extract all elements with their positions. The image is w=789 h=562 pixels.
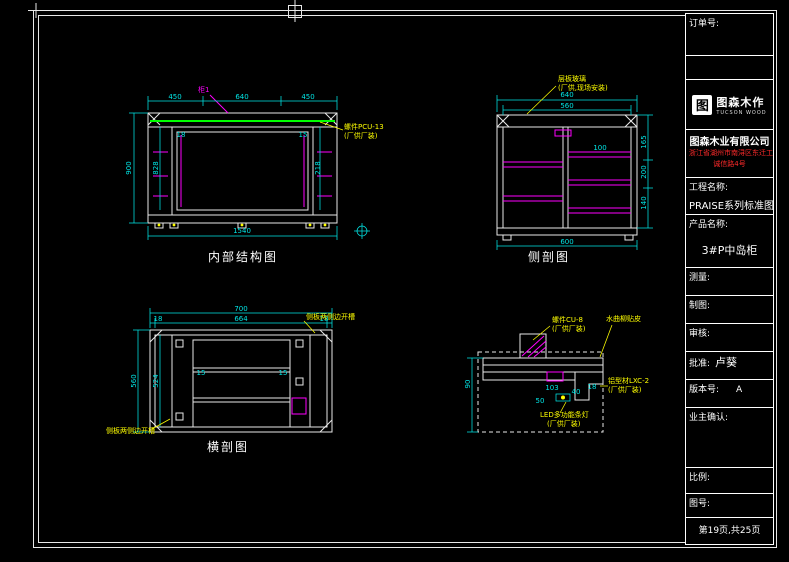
dimension-label: 103 — [545, 384, 558, 392]
annotation-text: (厂供厂装) — [552, 324, 586, 333]
project-label: 工程名称: — [689, 183, 729, 193]
spacer-row — [686, 56, 773, 80]
dimension-label: 600 — [560, 238, 573, 246]
dimension-label: 218 — [314, 161, 322, 174]
side-view: 640 560 165 200 140 600 100 层板玻璃 (厂供,现场安… — [496, 74, 653, 264]
dimension-label: 40 — [572, 388, 581, 396]
annotation-text: 侧板两侧边开槽 — [306, 312, 355, 321]
part-tag: 柜1 — [198, 85, 209, 94]
annotation-text: 铝型材LXC-2 — [608, 376, 649, 385]
version-label: 版本号: — [689, 385, 720, 395]
review-row: 审核: — [686, 324, 773, 352]
dimension-label: 50 — [536, 397, 545, 405]
logo-glyph: 图 — [695, 99, 709, 114]
annotation-text: 水曲柳贴皮 — [606, 314, 641, 323]
page-info: 第19页,共25页 — [698, 526, 761, 536]
dimension-label: 1540 — [233, 227, 251, 235]
annotation-text: (厂供,现场安装) — [558, 83, 608, 92]
dimension-label: 640 — [235, 93, 248, 101]
drawing-no-label: 图号: — [689, 499, 711, 509]
project-value: PRAISE系列标准图 — [689, 201, 773, 212]
dimension-label: 900 — [125, 161, 133, 174]
dimension-label: 450 — [168, 93, 181, 101]
dimension-label: 18 — [177, 131, 186, 139]
detail-view: 90 103 40 18 50 螺件CU-8 (厂供厂装) 水曲柳贴皮 铝型材L… — [464, 314, 649, 433]
scale-label: 比例: — [689, 473, 711, 483]
drawing-no-row: 图号: — [686, 494, 773, 518]
dimension-label: 700 — [234, 305, 247, 313]
dimension-label: 828 — [152, 161, 160, 174]
product-value: 3#P中岛柜 — [701, 244, 758, 257]
company-address-line2: 诚信路4号 — [713, 160, 746, 169]
view-label-side: 侧剖图 — [528, 250, 570, 264]
order-label: 订单号: — [689, 19, 720, 29]
dimension-label: 140 — [640, 196, 648, 209]
annotation-text: 螺件CU-8 — [552, 315, 583, 324]
dimension-label: 524 — [152, 374, 160, 388]
approve-label: 批准: — [689, 359, 711, 369]
dimension-label: 15 — [279, 369, 288, 377]
company-address-line1: 浙江省湖州市南浔区东迁工业园 — [689, 149, 773, 157]
view-label-front: 内部结构图 — [208, 249, 278, 264]
draft-label: 制图: — [689, 301, 711, 311]
dimension-label: 90 — [464, 380, 472, 389]
order-row: 订单号: — [686, 14, 773, 56]
dimension-label: 18 — [320, 315, 329, 323]
review-label: 审核: — [689, 329, 711, 339]
logo-row: 图 图森木作 TUCSON WOOD — [686, 80, 773, 130]
tucson-logo-icon: 图 — [692, 94, 713, 115]
dimension-label: 18 — [588, 383, 597, 391]
dimension-label: 664 — [234, 315, 248, 323]
annotation-text: LED多功能条灯 — [540, 410, 589, 419]
page-row: 第19页,共25页 — [686, 518, 773, 544]
sheet-border — [28, 0, 777, 548]
version-row: 版本号: A — [686, 380, 773, 408]
dimension-label: 450 — [301, 93, 314, 101]
dimension-label: 560 — [130, 374, 138, 387]
plan-view: 700 18 664 18 560 524 15 15 侧板两侧边开槽 侧板两侧… — [106, 305, 355, 454]
product-row: 产品名称: 3#P中岛柜 — [686, 215, 773, 268]
owner-confirm-label: 业主确认: — [689, 413, 729, 423]
dimension-label: 100 — [593, 144, 606, 152]
annotation-text: (厂供厂装) — [344, 131, 378, 140]
draft-row: 制图: — [686, 296, 773, 324]
logo-name: 图森木作 — [716, 95, 765, 109]
dimension-label: 15 — [299, 131, 308, 139]
approve-value: 卢葵 — [715, 356, 738, 369]
annotation-text: 侧板两侧边开槽 — [106, 426, 155, 435]
foot-dots — [157, 223, 327, 227]
dimension-label: 18 — [154, 315, 163, 323]
annotation-text: (厂供厂装) — [608, 385, 642, 394]
title-block: 订单号: 图 图森木作 TUCSON WOOD 图森木业有限公司 浙江省湖州市南… — [685, 13, 774, 545]
scale-row: 比例: — [686, 468, 773, 494]
led-dot — [561, 395, 565, 400]
dimension-label: 15 — [197, 369, 206, 377]
annotation-text: (厂供厂装) — [547, 419, 581, 428]
view-label-plan: 横剖图 — [207, 440, 249, 454]
product-label: 产品名称: — [689, 220, 729, 230]
company-name: 图森木业有限公司 — [689, 137, 770, 148]
annotation-text: 螺件PCU-13 — [344, 122, 384, 131]
approve-row: 批准: 卢葵 — [686, 352, 773, 380]
measure-label: 测量: — [689, 273, 711, 283]
measure-row: 测量: — [686, 268, 773, 296]
dimension-label: 560 — [560, 102, 573, 110]
dimension-label: 640 — [560, 91, 573, 99]
annotation-text: 层板玻璃 — [558, 74, 586, 83]
version-value: A — [736, 385, 743, 395]
front-view: 450 640 450 1540 900 828 18 15 218 柜1 螺件… — [125, 85, 384, 264]
dimension-label: 165 — [640, 135, 648, 148]
project-row: 工程名称: PRAISE系列标准图 — [686, 178, 773, 215]
company-row: 图森木业有限公司 浙江省湖州市南浔区东迁工业园 诚信路4号 — [686, 130, 773, 178]
dimension-label: 200 — [640, 165, 648, 178]
owner-confirm-row: 业主确认: — [686, 408, 773, 468]
logo-subtitle: TUCSON WOOD — [716, 109, 767, 116]
